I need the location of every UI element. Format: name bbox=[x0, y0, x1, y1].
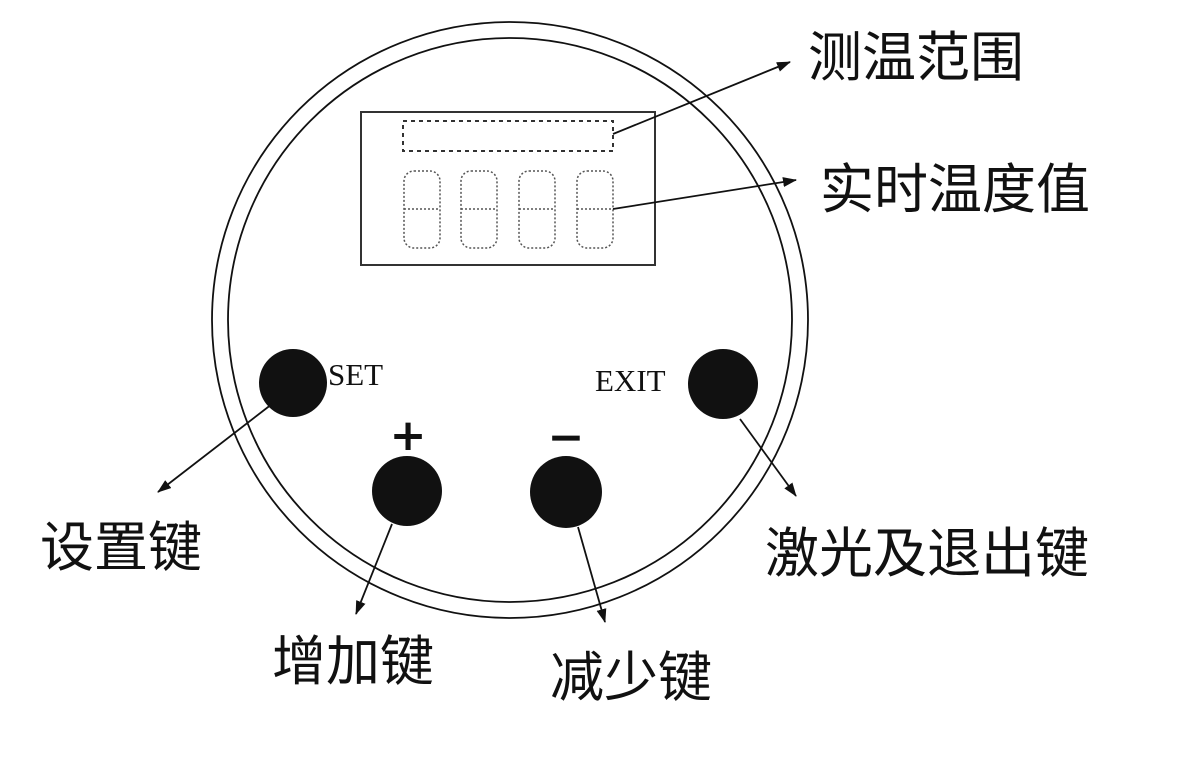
minus-arrow bbox=[577, 526, 607, 623]
exit-arrow bbox=[739, 418, 797, 497]
set-button[interactable] bbox=[259, 349, 327, 417]
plus-button[interactable] bbox=[372, 456, 442, 526]
range-display-area bbox=[402, 120, 614, 152]
range-callout: 测温范围 bbox=[808, 26, 1024, 89]
range-arrow bbox=[612, 61, 791, 135]
realtime-callout: 实时温度值 bbox=[820, 158, 1090, 221]
set-label: SET bbox=[328, 357, 383, 392]
set-arrow bbox=[157, 403, 273, 493]
minus-key-callout: 减少键 bbox=[550, 646, 712, 709]
exit-key-callout: 激光及退出键 bbox=[765, 522, 1089, 585]
plus-label: + bbox=[390, 410, 427, 461]
plus-key-callout: 增加键 bbox=[272, 630, 434, 693]
exit-label: EXIT bbox=[595, 363, 666, 398]
minus-button[interactable] bbox=[530, 456, 602, 528]
exit-button[interactable] bbox=[688, 349, 758, 419]
outer-bezel bbox=[211, 21, 809, 619]
set-key-callout: 设置键 bbox=[40, 516, 202, 579]
minus-label: − bbox=[548, 412, 585, 463]
inner-bezel bbox=[227, 37, 793, 603]
digit-display-area bbox=[403, 170, 614, 249]
plus-arrow bbox=[355, 523, 393, 615]
lcd-display bbox=[360, 111, 656, 266]
realtime-arrow bbox=[612, 177, 797, 210]
